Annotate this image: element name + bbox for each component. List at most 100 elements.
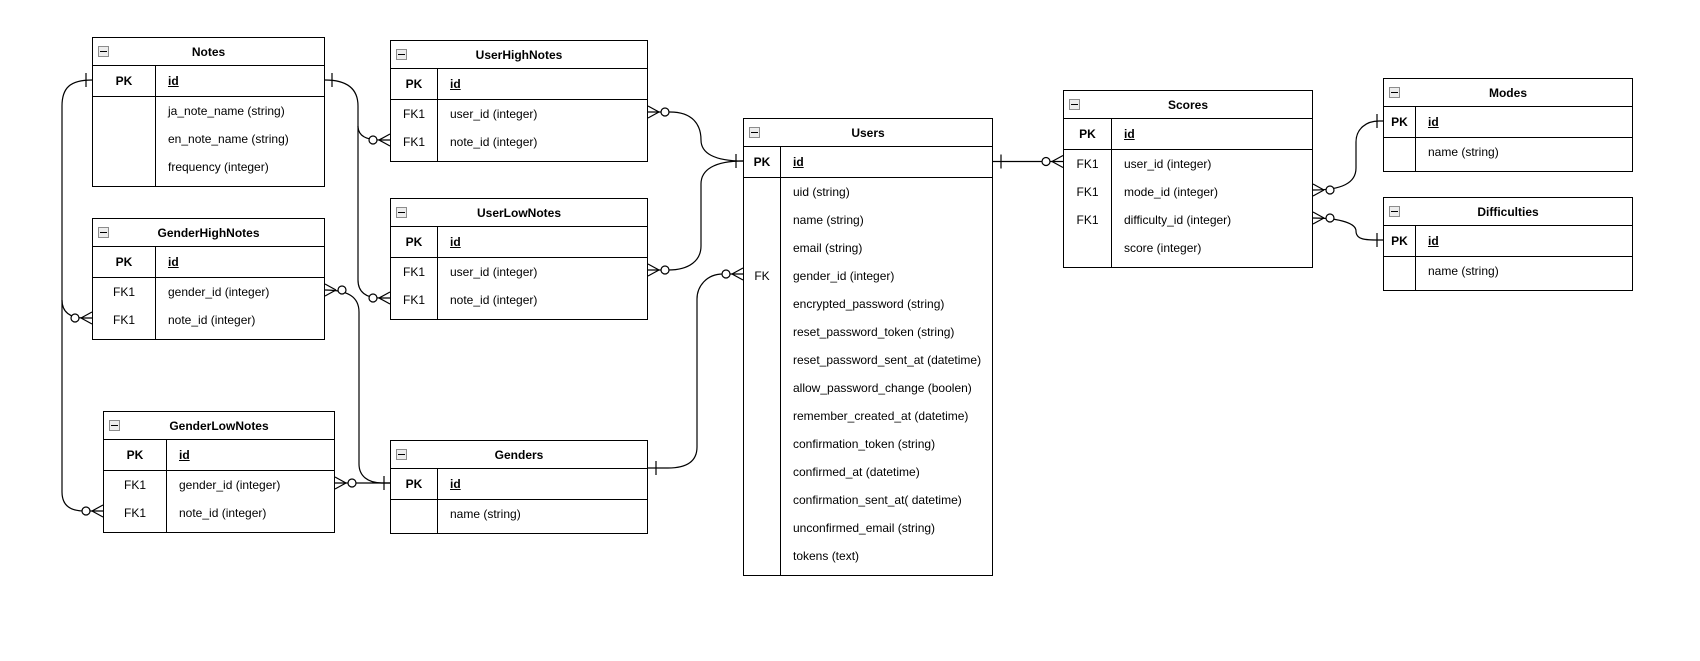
field-name: name (string) [450,507,521,521]
zero-circle [368,293,378,303]
field-name: reset_password_sent_at (datetime) [793,353,982,367]
key-column-divider [155,66,156,186]
edge-genders-genderlownotes [334,476,390,490]
field-name: id [450,77,461,91]
collapse-icon[interactable] [396,207,407,218]
key-label: FK1 [112,313,135,327]
key-label [93,97,155,125]
key-label [93,153,155,181]
field-name: id [450,235,461,249]
field-name: user_id (integer) [1124,157,1212,171]
table-row-genderhighnotes: PK id [93,247,324,278]
collapse-icon[interactable] [396,449,407,460]
field-name: user_id (integer) [450,107,538,121]
table-row-users: allow_password_change (boolen) [744,374,992,402]
field-name: encrypted_password (string) [793,297,945,311]
table-row-userhighnotes: FK1 user_id (integer) [391,100,647,128]
key-label: FK1 [402,107,425,121]
key-column-divider [780,147,781,575]
field-name: user_id (integer) [450,265,538,279]
key-label: PK [115,255,133,269]
collapse-icon[interactable] [109,420,120,431]
table-title-bar: Genders [391,441,647,469]
edge-users-userhighnotes [647,105,744,168]
key-label [1384,257,1415,285]
field-name: gender_id (integer) [179,478,281,492]
table-title-bar: Notes [93,38,324,66]
field-name: note_id (integer) [179,506,267,520]
zero-circle [1325,213,1335,223]
edge-users-userlownotes [647,160,744,277]
key-column-divider [155,247,156,339]
table-title-bar: GenderLowNotes [104,412,334,440]
table-title-bar: Users [744,119,992,147]
collapse-icon[interactable] [396,49,407,60]
crowfoot [80,311,93,325]
table-row-notes: frequency (integer) [93,153,324,181]
field-name: reset_password_token (string) [793,325,955,339]
collapse-icon[interactable] [1069,99,1080,110]
crowfoot [91,504,104,518]
key-label [744,430,780,458]
key-label [744,486,780,514]
collapse-icon[interactable] [1389,87,1400,98]
table-row-users: remember_created_at (datetime) [744,402,992,430]
key-label: FK1 [1076,185,1099,199]
crowfoot [334,476,347,490]
crowfoot [647,105,660,119]
table-title: Notes [191,44,226,59]
zero-circle [337,285,347,295]
key-label [744,514,780,542]
field-name: id [1428,234,1439,248]
crowfoot [647,263,660,277]
zero-circle [81,506,91,516]
table-row-notes: en_note_name (string) [93,125,324,153]
field-name: score (integer) [1124,241,1202,255]
table-row-users: name (string) [744,206,992,234]
table-row-users: reset_password_token (string) [744,318,992,346]
zero-circle [660,107,670,117]
key-label [1384,138,1415,166]
key-column-divider [437,469,438,533]
field-name: confirmed_at (datetime) [793,465,920,479]
key-label: PK [1391,115,1408,129]
collapse-icon[interactable] [98,227,109,238]
collapse-icon[interactable] [749,127,760,138]
field-name: mode_id (integer) [1124,185,1219,199]
field-name: id [168,255,179,269]
collapse-icon[interactable] [98,46,109,57]
key-label: FK1 [402,135,425,149]
key-label: FK1 [402,265,425,279]
field-name: id [179,448,190,462]
table-title: GenderHighNotes [157,225,260,240]
edge-notes-genderhighnotes [61,299,93,325]
table-row-genderlownotes: PK id [104,440,334,471]
key-column-divider [437,69,438,161]
collapse-icon[interactable] [1389,206,1400,217]
key-label: PK [126,448,144,462]
field-name: id [168,74,179,88]
table-row-users: email (string) [744,234,992,262]
key-label: PK [115,74,133,88]
field-name: note_id (integer) [450,293,538,307]
field-name: allow_password_change (boolen) [793,381,972,395]
table-row-users: confirmation_sent_at( datetime) [744,486,992,514]
table-row-users: uid (string) [744,178,992,206]
